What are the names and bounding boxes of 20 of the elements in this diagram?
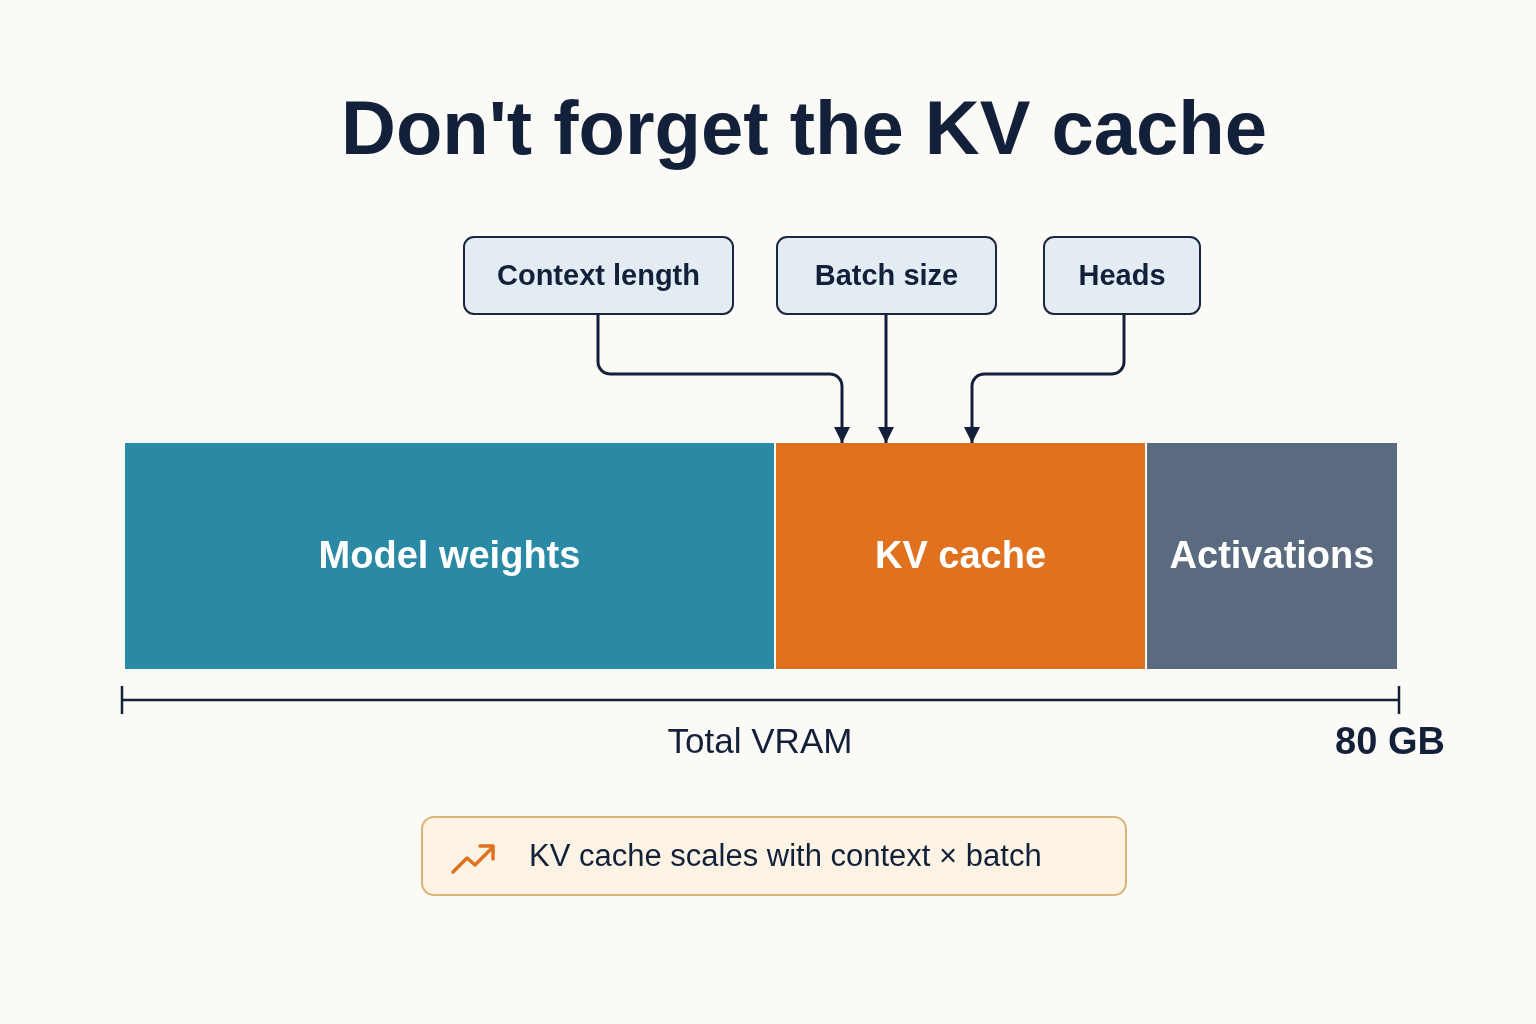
arrow — [964, 315, 1126, 443]
arrow — [878, 315, 894, 443]
factor-label: Context length — [497, 258, 700, 293]
factor-box — [1043, 236, 1201, 315]
dimension-value: 80 GB — [1335, 720, 1445, 764]
segment-label: KV cache — [874, 534, 1047, 578]
segment-label: Activations — [1169, 534, 1375, 578]
arrow — [596, 315, 850, 443]
factor-label: Heads — [1078, 258, 1166, 293]
factor-box — [776, 236, 997, 315]
factor-label: Batch size — [814, 258, 959, 293]
note-box — [421, 816, 1127, 896]
note-text: KV cache scales with context × batch — [529, 838, 1042, 874]
bar-segment — [125, 443, 774, 669]
segment-label: Model weights — [318, 534, 581, 578]
bar-segment — [776, 443, 1145, 669]
title: Don't forget the KV cache — [341, 84, 1267, 172]
bar-segment — [1147, 443, 1397, 669]
axis-label: Total VRAM — [667, 720, 853, 762]
factor-box — [463, 236, 734, 315]
